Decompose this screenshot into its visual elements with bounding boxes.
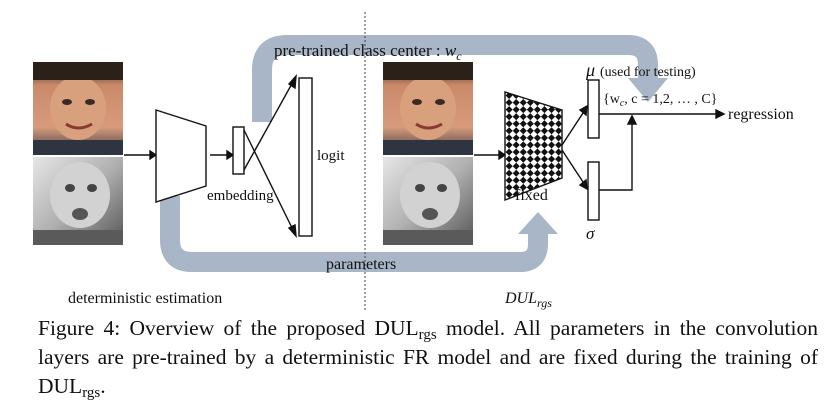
face-image-4 [383, 157, 473, 245]
fixed-label: fixed [515, 187, 548, 204]
face-image-3 [383, 62, 473, 155]
right-network [474, 79, 726, 221]
fixed-encoder-block [504, 91, 563, 202]
encoder-block [155, 109, 207, 203]
parameters-label: parameters [326, 256, 396, 273]
face-image-1 [33, 62, 123, 155]
parameters-flow-arrow [160, 196, 558, 272]
regression-label: regression [728, 106, 794, 123]
mu-block [587, 79, 600, 139]
mu-symbol: μ [585, 60, 595, 80]
sigma-symbol: σ [586, 224, 595, 243]
overview-diagram: pre-trained class center : wc embedding … [33, 12, 794, 312]
embedding-block [232, 126, 245, 175]
pretrained-flow-arrow [252, 35, 668, 122]
logit-label: logit [317, 148, 345, 164]
pretrained-label: pre-trained class center : wc [274, 41, 462, 63]
embedding-label: embedding [207, 188, 274, 204]
class-set-label: {wc, c = 1,2, … , C} [603, 92, 717, 109]
dul-rgs-label: DULrgs [504, 290, 552, 310]
mu-note: (used for testing) [600, 65, 696, 80]
deterministic-estimation-label: deterministic estimation [68, 290, 222, 307]
logit-block [298, 77, 313, 237]
figure-caption: Figure 4: Overview of the proposed DULrg… [38, 316, 818, 401]
left-network [124, 73, 313, 239]
sigma-block [587, 161, 600, 221]
face-image-2 [33, 157, 123, 245]
